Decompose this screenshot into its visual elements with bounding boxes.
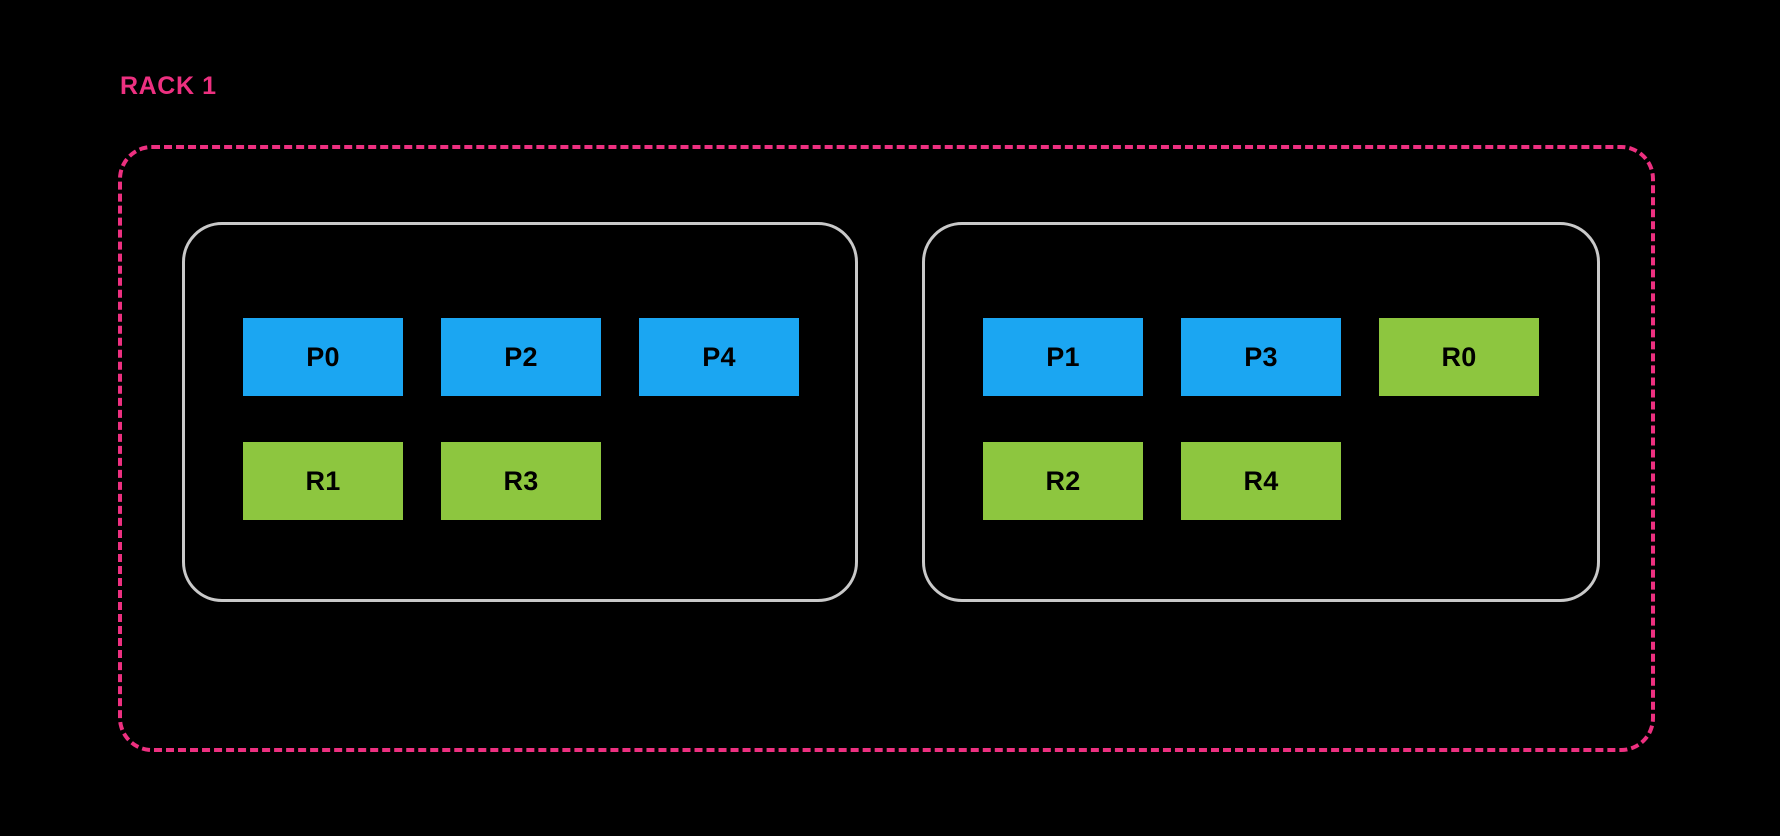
node-box-p1[interactable]: P1 <box>983 318 1143 396</box>
node-box-r2[interactable]: R2 <box>983 442 1143 520</box>
node-box-p3[interactable]: P3 <box>1181 318 1341 396</box>
node-box-label: R1 <box>305 465 341 496</box>
node-box-label: R2 <box>1045 465 1081 496</box>
node-box-label: R4 <box>1243 465 1279 496</box>
node-group-1-row-1: P0 P2 P4 <box>243 318 855 396</box>
node-box-p4[interactable]: P4 <box>639 318 799 396</box>
node-box-label: R0 <box>1441 341 1477 372</box>
rack-title: RACK 1 <box>120 72 217 100</box>
node-box-label: P2 <box>504 341 538 372</box>
node-group-1: P0 P2 P4 R1 R3 <box>182 222 858 602</box>
node-box-r1[interactable]: R1 <box>243 442 403 520</box>
node-box-r0[interactable]: R0 <box>1379 318 1539 396</box>
node-group-2: P1 P3 R0 R2 R4 <box>922 222 1600 602</box>
node-box-p2[interactable]: P2 <box>441 318 601 396</box>
node-box-label: P3 <box>1244 341 1278 372</box>
node-group-2-rows: P1 P3 R0 R2 R4 <box>983 318 1597 520</box>
node-box-p0[interactable]: P0 <box>243 318 403 396</box>
node-group-2-row-1: P1 P3 R0 <box>983 318 1597 396</box>
node-box-r4[interactable]: R4 <box>1181 442 1341 520</box>
node-box-label: R3 <box>503 465 539 496</box>
node-box-r3[interactable]: R3 <box>441 442 601 520</box>
node-group-1-rows: P0 P2 P4 R1 R3 <box>243 318 855 520</box>
node-group-1-row-2: R1 R3 <box>243 442 855 520</box>
rack-boundary <box>118 145 1655 752</box>
node-box-label: P0 <box>306 341 340 372</box>
node-group-2-row-2: R2 R4 <box>983 442 1597 520</box>
node-box-label: P1 <box>1046 341 1080 372</box>
node-box-label: P4 <box>702 341 736 372</box>
